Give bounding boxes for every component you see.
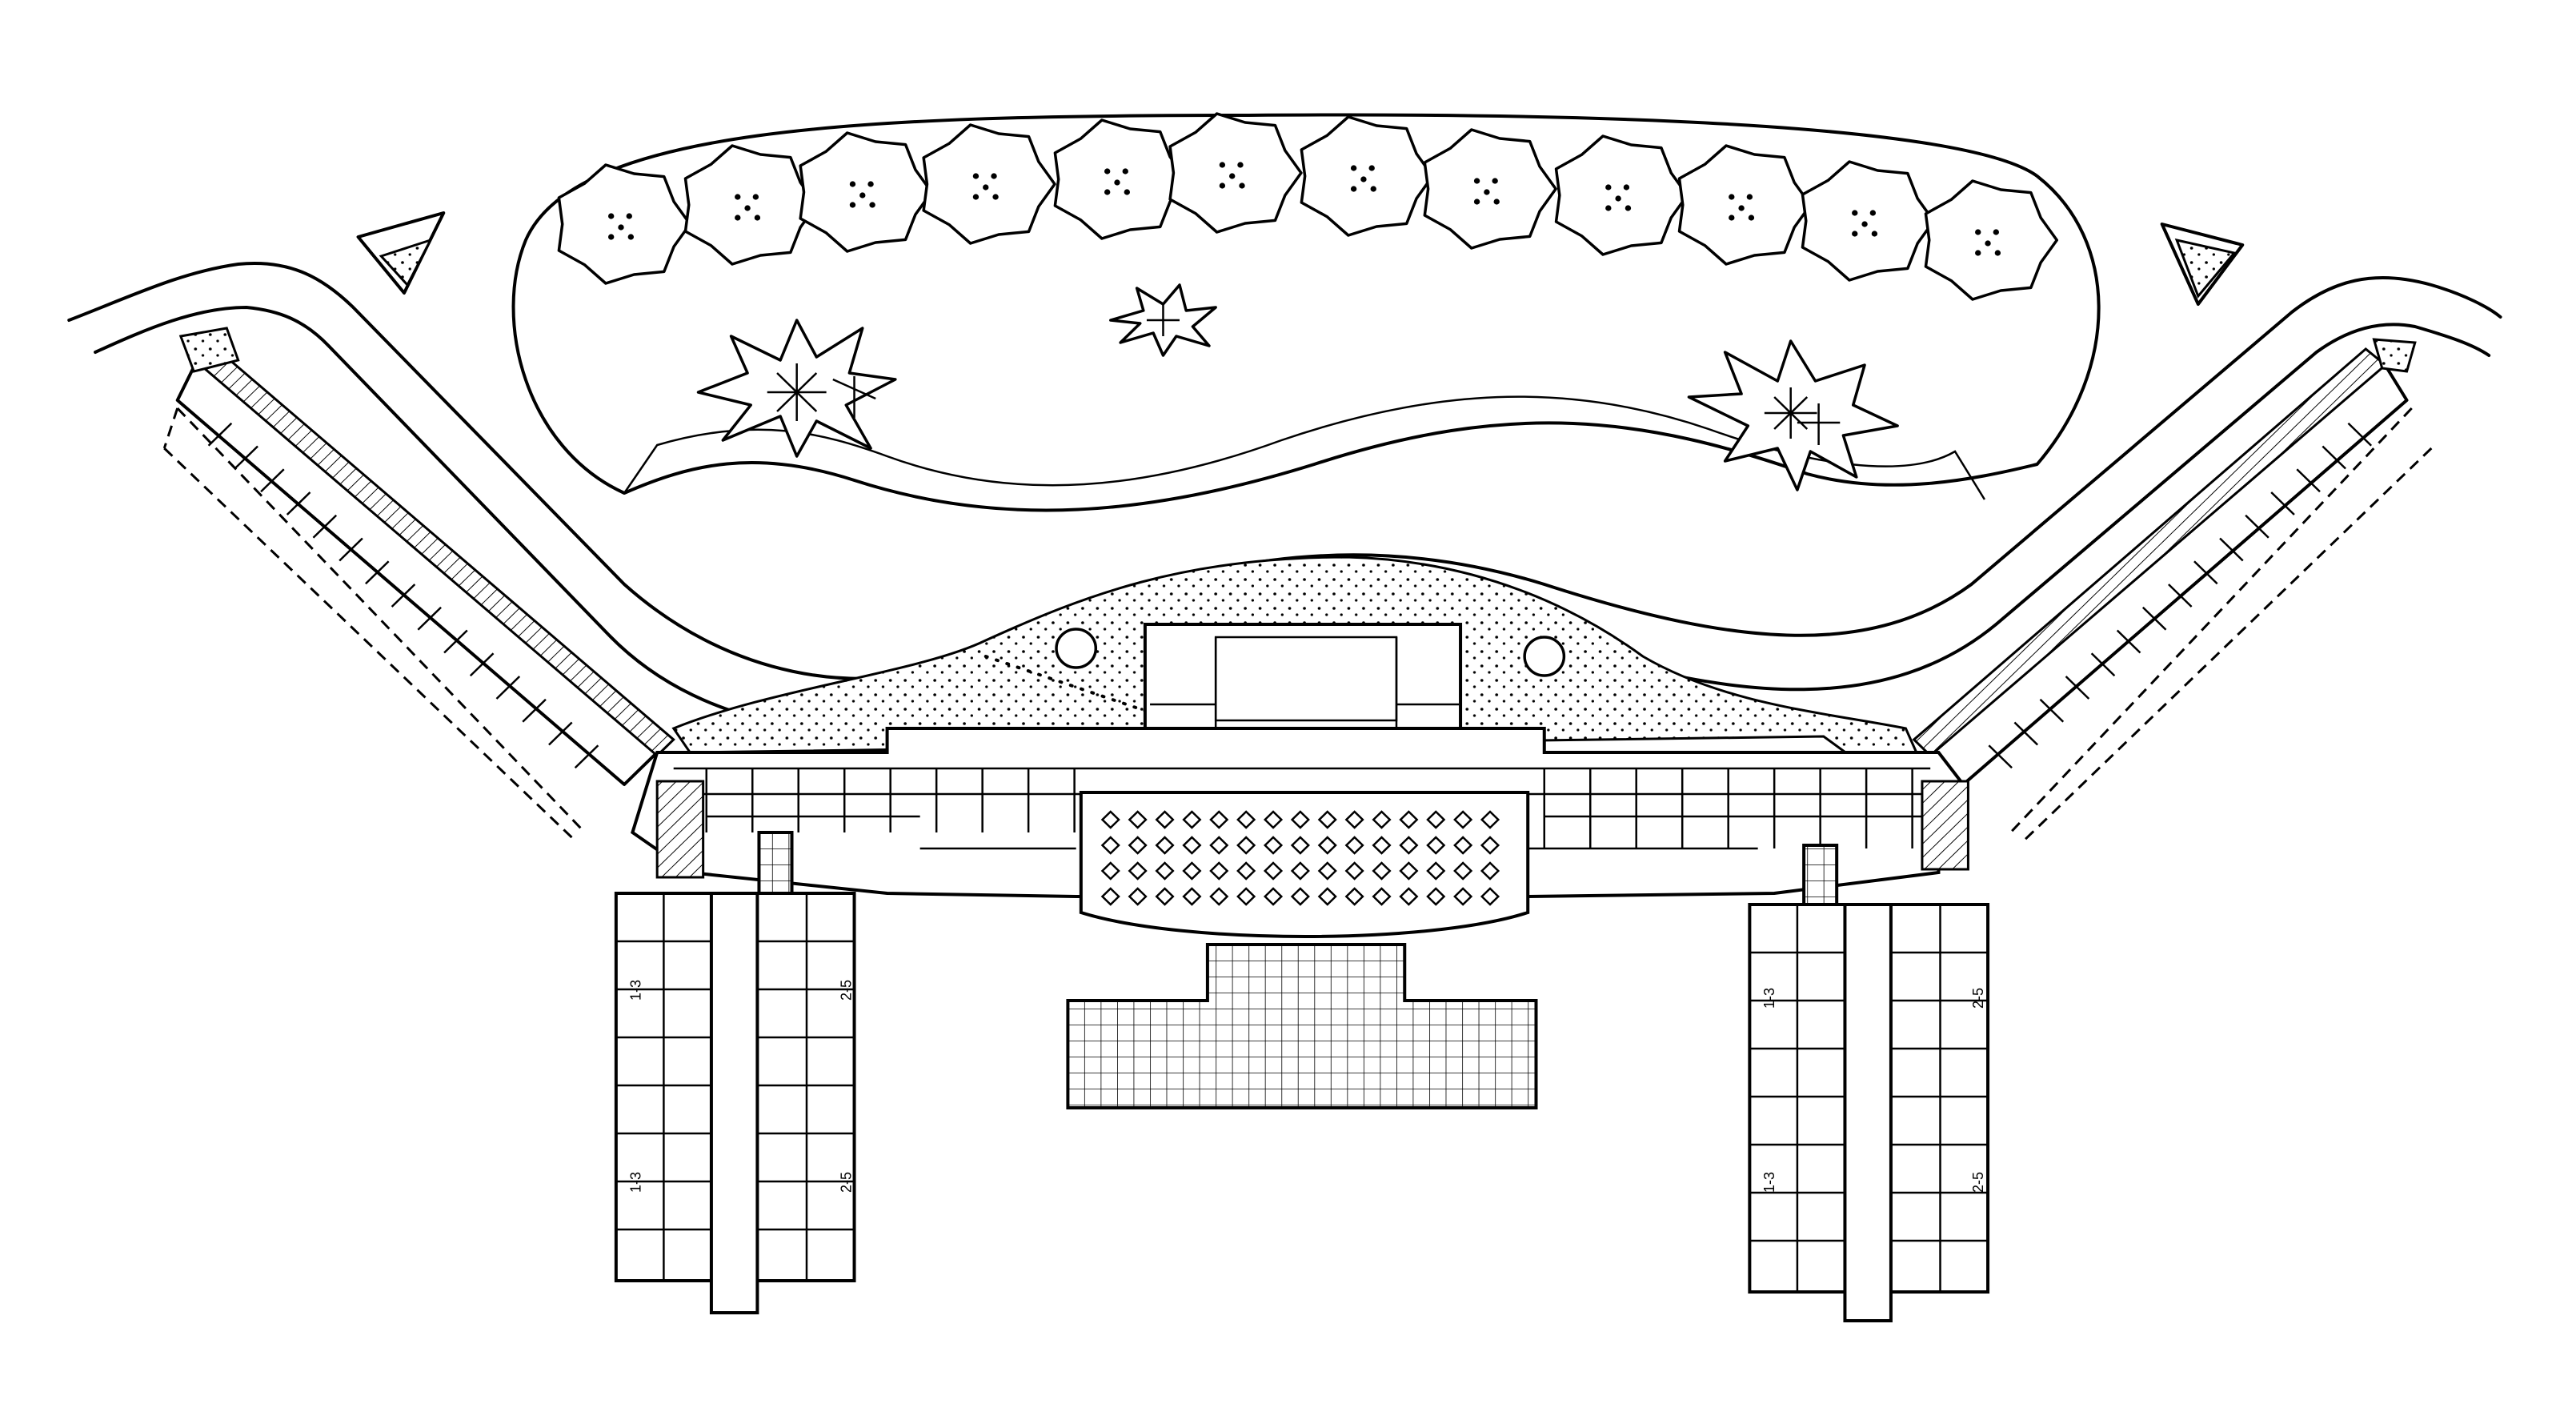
unit-label: 1-3	[1761, 1172, 1777, 1193]
plaza-grid	[1068, 945, 1536, 1108]
tree-canopy-icon	[923, 125, 1055, 243]
unit-label: 2-5	[837, 1172, 854, 1193]
unit-label: 2-5	[1969, 988, 1986, 1009]
tree-canopy-icon	[1556, 136, 1688, 255]
tree-canopy-icon	[559, 165, 690, 283]
tree-canopy-icon	[1170, 114, 1301, 232]
tree-canopy-row	[559, 114, 2057, 299]
tree-canopy-icon	[685, 146, 816, 264]
tree-canopy-icon	[1424, 130, 1556, 248]
tree-canopy-icon	[1680, 146, 1811, 264]
unit-label: 1-3	[627, 1172, 643, 1193]
right-triangle-planter	[2162, 224, 2243, 304]
right-dormitory-block	[1749, 905, 1988, 1321]
star-tree-icon	[1111, 285, 1216, 355]
main-building	[632, 728, 1968, 937]
left-triangle-planter	[359, 213, 444, 293]
unit-label: 1-3	[627, 980, 643, 1001]
unit-label: 1-3	[1761, 988, 1777, 1009]
star-tree-icon	[698, 320, 895, 456]
tree-canopy-icon	[1055, 120, 1186, 239]
star-tree-icon	[1689, 341, 1897, 490]
tree-canopy-icon	[1925, 181, 2057, 299]
unit-label: 2-5	[1969, 1172, 1986, 1193]
unit-label: 2-5	[837, 980, 854, 1001]
tree-canopy-icon	[1802, 162, 1933, 280]
tree-canopy-icon	[800, 133, 931, 251]
unit-labels: 1-3 2-5 1-3 2-5 1-3 2-5 1-3 2-5	[627, 980, 1986, 1193]
left-angled-wing	[164, 328, 673, 840]
left-dormitory-block	[616, 893, 855, 1313]
tree-canopy-icon	[1301, 117, 1432, 235]
